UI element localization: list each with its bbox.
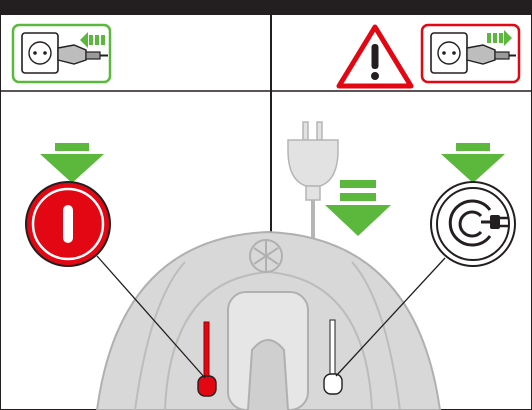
robot-emblem-icon xyxy=(249,239,283,273)
right-leader-line xyxy=(335,257,446,377)
unplugged-plug-icon xyxy=(287,121,339,245)
power-off-button-icon xyxy=(25,181,111,267)
center-down-arrow-icon xyxy=(325,180,391,236)
red-lever-switch xyxy=(197,321,217,397)
robot-body xyxy=(95,230,442,410)
right-down-arrow-icon xyxy=(441,143,505,183)
plug-in-direction-arrow-icon xyxy=(80,32,105,48)
plug-out-direction-arrow-icon xyxy=(487,30,512,46)
left-down-arrow-icon xyxy=(40,143,104,183)
white-lever-switch xyxy=(323,319,343,395)
header-band xyxy=(0,0,532,15)
socket-plug-out-icon xyxy=(420,23,521,84)
charging-plug-button-icon xyxy=(430,181,516,267)
left-leader-line xyxy=(96,255,206,379)
warning-icon xyxy=(336,24,414,89)
socket-plug-in-icon xyxy=(11,23,112,84)
